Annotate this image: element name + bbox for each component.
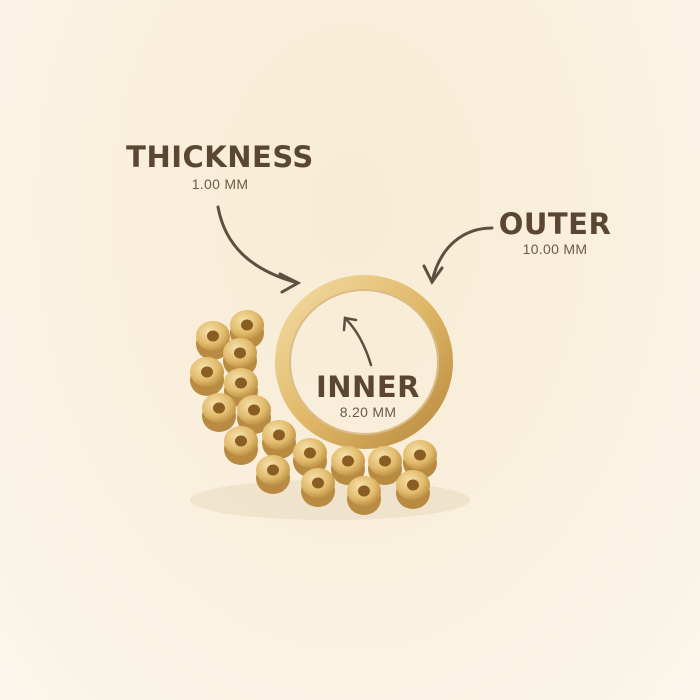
bead — [301, 468, 335, 507]
bead — [262, 420, 296, 459]
bead-cluster — [190, 310, 437, 515]
thickness-value: 1.00 MM — [191, 176, 249, 192]
thickness-label: THICKNESS 1.00 MM — [110, 140, 330, 193]
bead — [347, 476, 381, 515]
bead — [190, 357, 224, 396]
bead — [368, 446, 402, 485]
bead — [223, 338, 257, 377]
bead — [331, 446, 365, 485]
bead — [237, 395, 271, 434]
bead — [230, 310, 264, 349]
inner-title: INNER — [316, 370, 420, 404]
bead — [196, 321, 230, 360]
ring-hoop — [275, 275, 453, 449]
arrow-thickness — [216, 205, 302, 294]
bead — [224, 426, 258, 465]
outer-label: OUTER 10.00 MM — [490, 207, 620, 258]
bead — [224, 368, 258, 407]
inner-value: 8.20 MM — [339, 404, 397, 420]
outer-title: OUTER — [498, 207, 612, 241]
outer-value: 10.00 MM — [522, 241, 588, 257]
arrow-outer — [422, 226, 494, 285]
arrow-inner — [342, 316, 373, 367]
bead — [396, 470, 430, 509]
inner-label: INNER 8.20 MM — [308, 370, 428, 421]
bead — [256, 455, 290, 494]
thickness-title: THICKNESS — [126, 140, 314, 174]
bead — [202, 393, 236, 432]
